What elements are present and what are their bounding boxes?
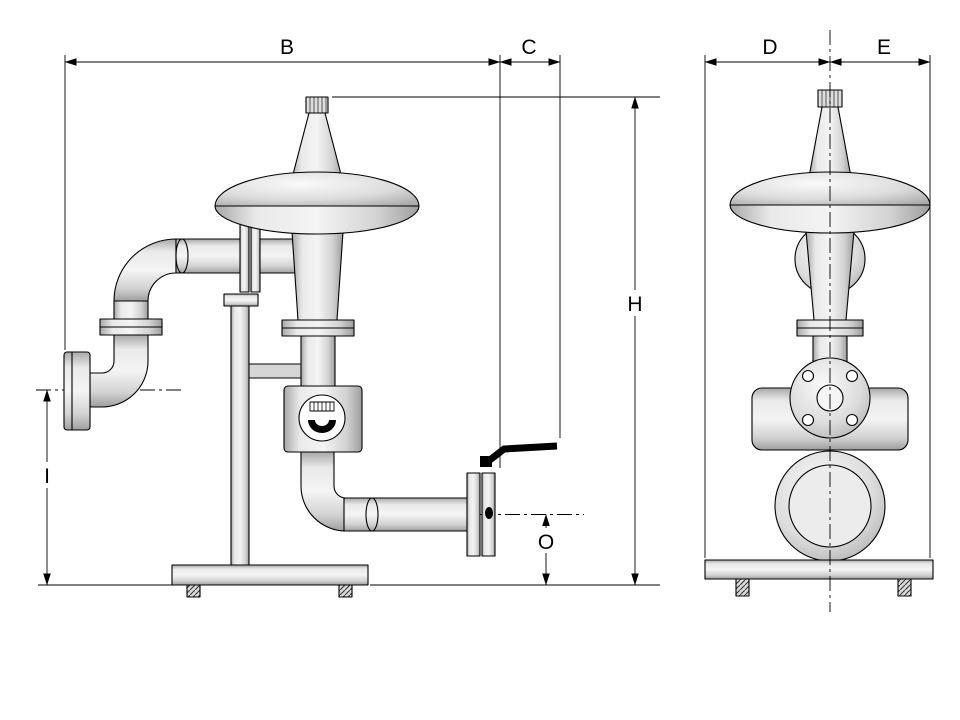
outlet-pipe-horizontal: [343, 497, 471, 532]
inlet-pipe-vertical: [113, 300, 149, 320]
pressure-regulator: [214, 96, 420, 387]
regulator-side: [729, 89, 931, 393]
dim-label-e: E: [877, 36, 891, 59]
dim-label-b: B: [280, 36, 294, 59]
base-plate-side: [704, 559, 934, 580]
base-assembly-front: [171, 564, 369, 598]
inlet-elbow-lower: [89, 334, 149, 408]
regulator-bonnet: [291, 231, 344, 321]
dimension-labels-front: B C H I O: [37, 36, 647, 554]
pipe-flange-lower: [99, 326, 163, 336]
front-view: B C H I O: [36, 36, 660, 598]
mounting-stand: [223, 293, 303, 567]
inlet-elbow-upper: [113, 238, 177, 302]
outlet-weld-seam: [365, 497, 379, 532]
bolt-hole: [801, 413, 815, 427]
body-and-elbow-side: [751, 357, 909, 562]
side-view: D E: [704, 30, 934, 612]
label-mask-h: [623, 290, 647, 316]
outlet-flange-plate-left: [466, 472, 481, 557]
dimension-lines-side: [704, 55, 931, 558]
pipe-flange-upper: [99, 318, 163, 328]
pipe-weld-seam: [175, 238, 189, 274]
base-plate: [171, 564, 369, 586]
stand-post: [230, 305, 250, 567]
bolt-hole: [845, 413, 859, 427]
label-mask-o: [535, 528, 557, 553]
bolt-hole: [801, 369, 815, 383]
ball-valve-handle: [480, 442, 558, 467]
dim-label-i: I: [44, 465, 50, 488]
adjusting-cap: [305, 96, 329, 114]
inlet-end-flange: [63, 351, 91, 431]
stand-cap-plate: [223, 293, 259, 307]
gauge-counter-digits: [313, 402, 331, 411]
inlet-flange-plate-right: [250, 221, 261, 293]
bolt-hole: [845, 369, 859, 383]
dimension-lines-front: [38, 55, 660, 586]
gauge-dial-arc: [308, 420, 336, 433]
label-mask-i: [37, 462, 57, 488]
outlet-piping: [300, 442, 558, 557]
handle-lever: [483, 442, 558, 466]
inlet-flange-plate-left: [239, 221, 250, 293]
valve-body-gauge: [283, 385, 363, 453]
diaphragm-housing-top: [214, 171, 420, 207]
dim-label-c: C: [521, 36, 536, 59]
flange-bolt-hole: [485, 507, 493, 519]
base-assembly-side: [704, 559, 934, 597]
dim-label-h: H: [627, 293, 642, 316]
inlet-pipe-stub: [259, 238, 297, 274]
dimension-labels-side: D E: [762, 36, 891, 59]
diaphragm-housing-bottom: [214, 205, 420, 235]
stand-bracket: [247, 363, 303, 379]
dim-label-d: D: [762, 36, 777, 59]
dim-label-o: O: [538, 531, 554, 554]
valve-neck: [300, 335, 336, 387]
inlet-piping: [63, 221, 297, 431]
